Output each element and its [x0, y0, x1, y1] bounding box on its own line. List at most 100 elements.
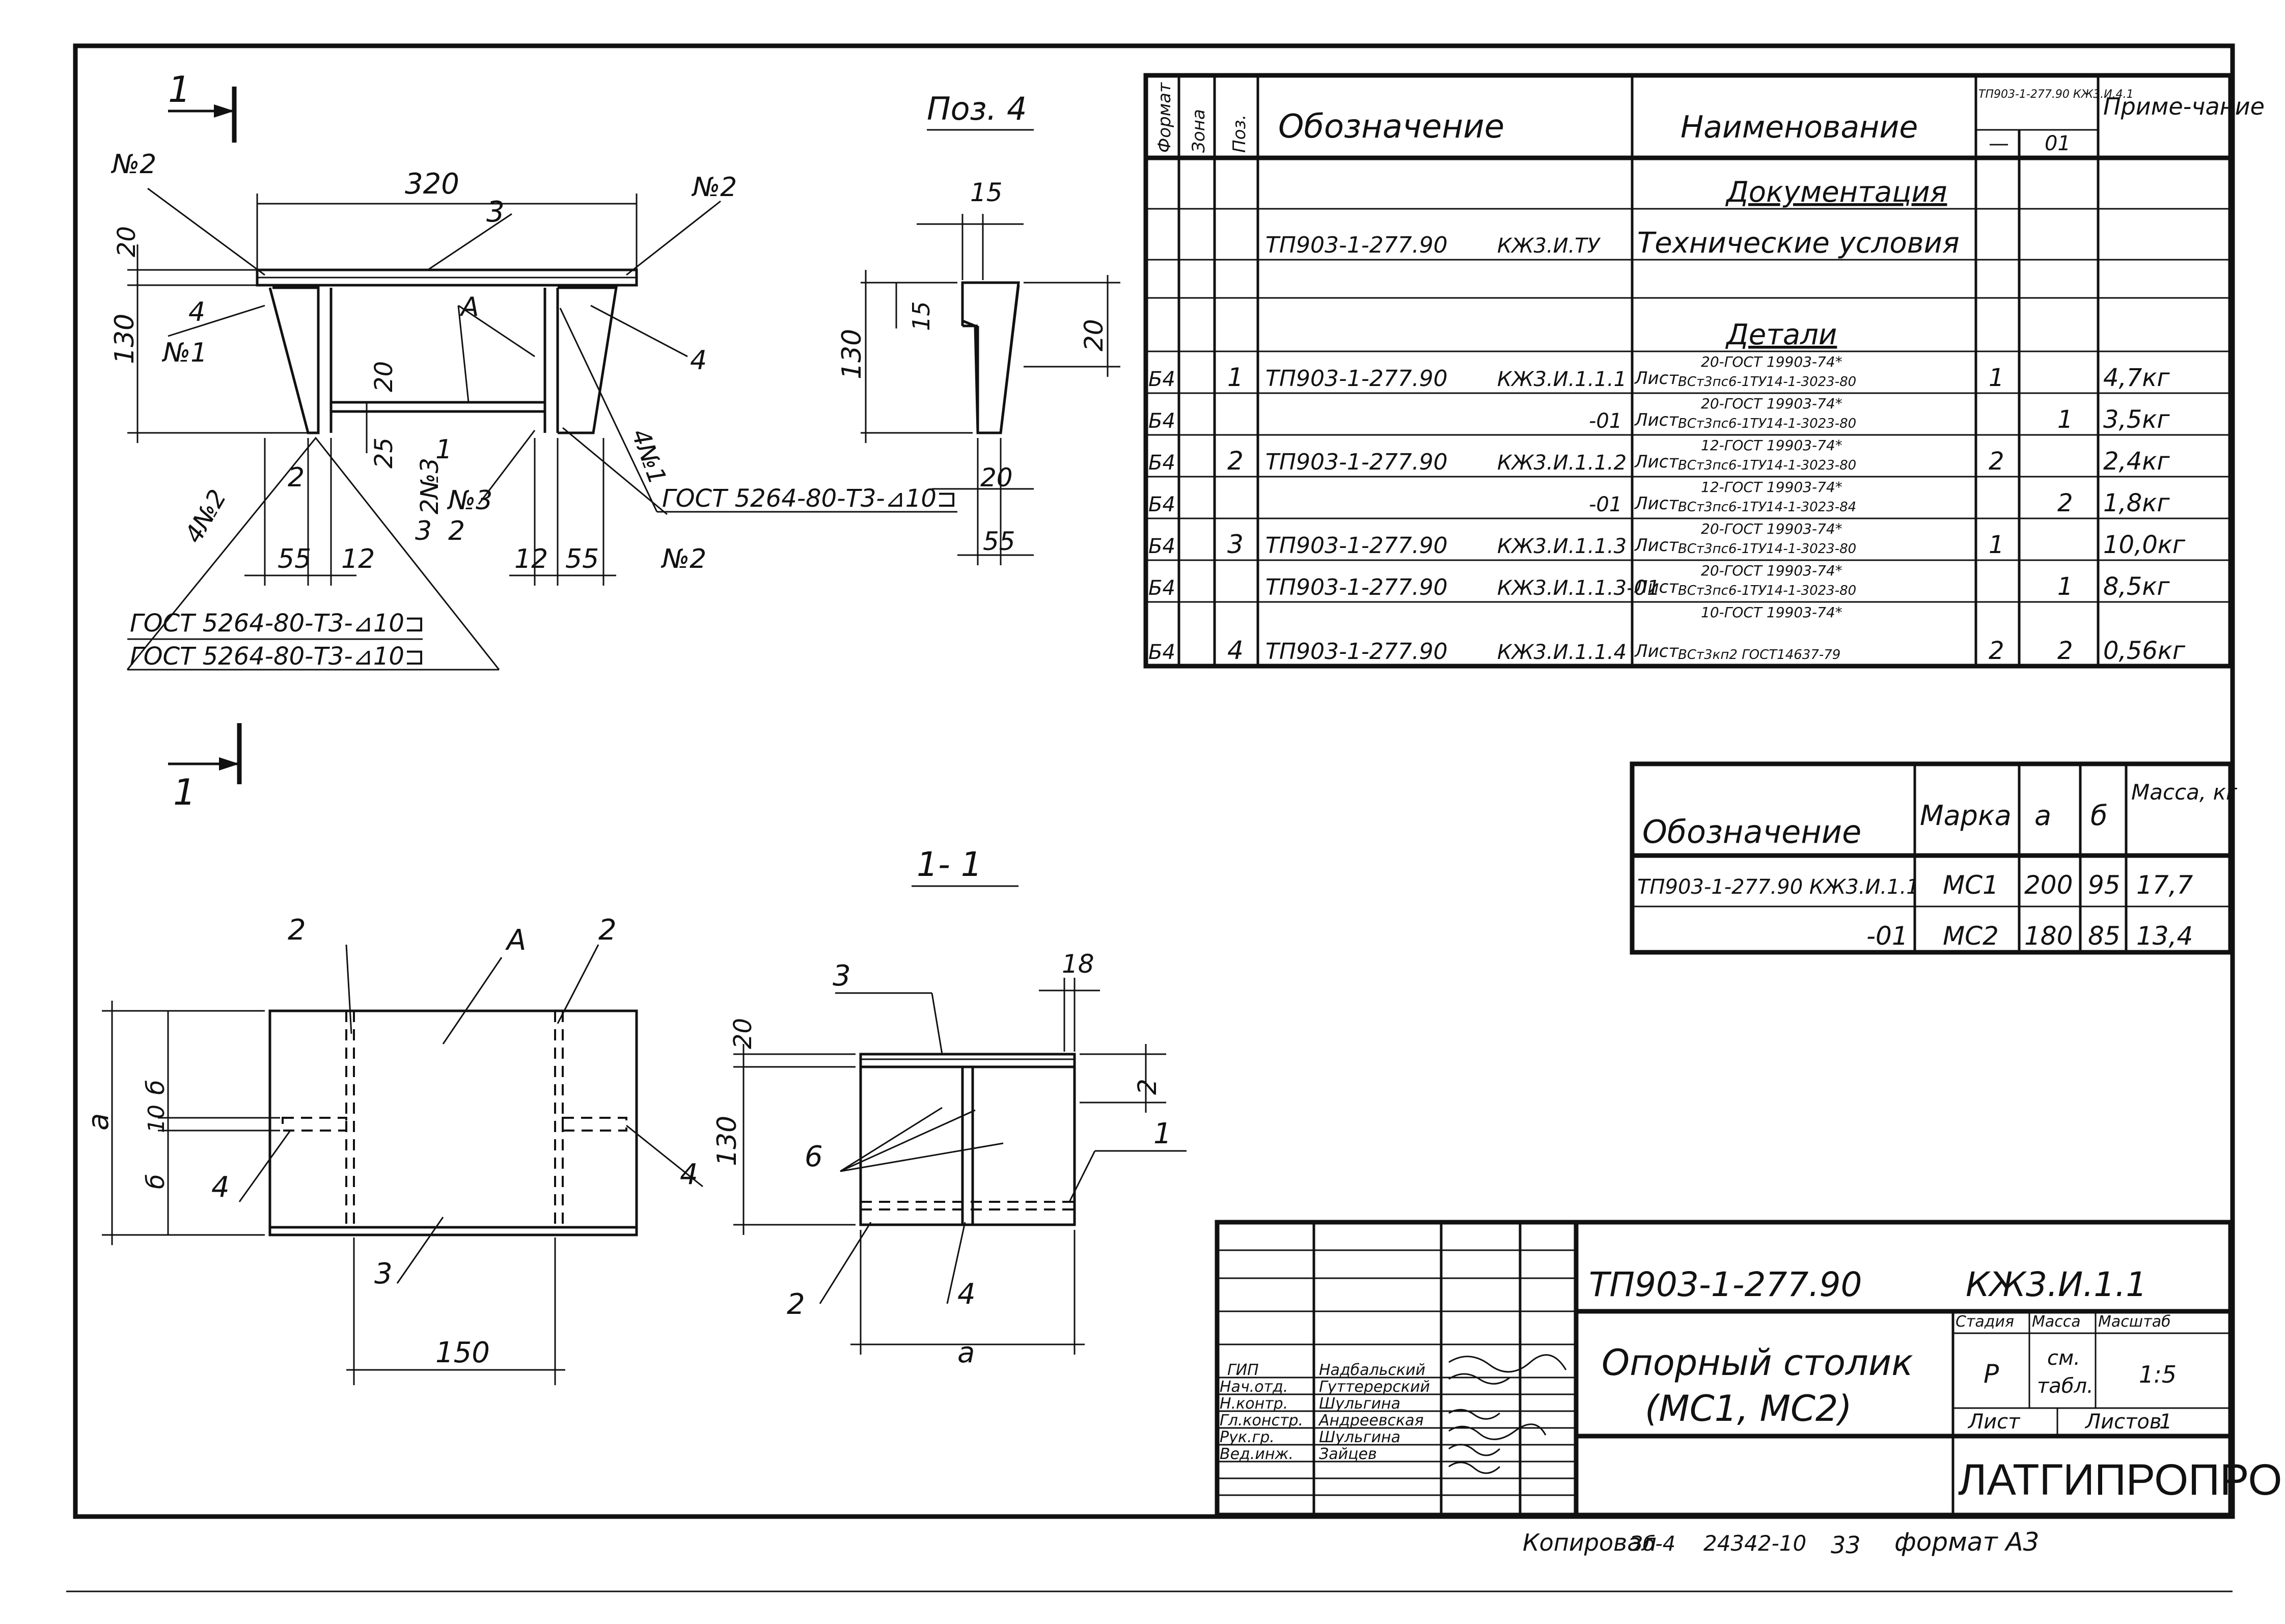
spec-cell-name-kind: Лист — [1634, 493, 1679, 514]
tb-mass-label: Масса — [2032, 1313, 2081, 1331]
spec-cell-code: КЖ3.И.1.1.4 — [1497, 641, 1627, 664]
spec-cell-note: 1,8кг — [2103, 489, 2170, 517]
pos4-dim-15-top: 15 — [970, 178, 1003, 207]
label-4-left: 4 — [188, 297, 205, 327]
section-label-1: 1 — [1153, 1117, 1172, 1150]
tb-role-2: Нач.отд. — [1220, 1378, 1288, 1396]
spec-cell-designation: ТП903-1-277.90 — [1265, 533, 1448, 559]
dim-25: 25 — [370, 437, 398, 469]
spec-cell-note: 4,7кг — [2103, 364, 2170, 392]
spec-table: Формат Зона Поз. Обозначение Наименовани… — [1154, 82, 2265, 155]
pos4-dim-55: 55 — [983, 527, 1015, 556]
section-view — [733, 885, 1187, 1355]
tie-plate — [329, 401, 546, 413]
spec-cell-designation: ТП903-1-277.90 — [1265, 574, 1448, 600]
mark-row2-mass: 13,4 — [2136, 921, 2193, 951]
mark-row2-designation: -01 — [1866, 921, 1908, 951]
footer-copied-sign: Зб-4 — [1630, 1532, 1675, 1556]
mark-header-mark: Марка — [1920, 800, 2012, 832]
tb-stage: Р — [1984, 1359, 1999, 1389]
dim-320: 320 — [405, 168, 459, 201]
tb-sheet-code: КЖ3.И.1.1 — [1966, 1265, 2147, 1304]
spec-cell-note: 10,0кг — [2103, 531, 2186, 559]
label-4n1: 4№1 — [626, 425, 672, 488]
pos4-dim-20-right: 20 — [1079, 319, 1109, 351]
spec-cell-name-steel: ВСт3пс6-1ТУ14-1-3023-84 — [1678, 500, 1856, 515]
spec-cell-name-kind: Лист — [1634, 641, 1679, 662]
signature-mark — [1448, 1462, 1501, 1474]
front-view — [102, 723, 703, 1385]
spec-cell-pos: 3 — [1227, 530, 1244, 559]
dim-55-left: 55 — [278, 544, 311, 574]
spec-header-var-a: — — [1989, 132, 2009, 155]
signature-mark — [1448, 1354, 1567, 1373]
label-n3: №3 — [447, 485, 492, 516]
dim-12-right: 12 — [514, 544, 548, 574]
spec-cell-qty-2: 2 — [2057, 489, 2073, 517]
mark-header-b: б — [2090, 800, 2107, 832]
mark-header-a: а — [2034, 800, 2051, 832]
front-dim-b-top: б — [142, 1080, 170, 1095]
spec-cell-format: Б4 — [1148, 535, 1175, 558]
front-plate — [268, 1009, 638, 1236]
title-block: ТП903-1-277.90 КЖ3.И.1.1 Опорный столик … — [1220, 1265, 2285, 1504]
spec-header-designation: Обозначение — [1278, 108, 1504, 146]
tb-org: ЛАТГИПРОПРОМ — [1958, 1455, 2285, 1504]
spec-cell-format: Б4 — [1148, 409, 1175, 433]
gost-note-3: ГОСТ 5264-80-Т3-⊿10⊐ — [662, 484, 957, 513]
spec-header-var-code: ТП903-1-277.90 КЖ3.И.4.1 — [1978, 88, 2134, 101]
mark-table-grid — [1630, 761, 2233, 955]
spec-cell-designation: ТП903-1-277.90 — [1265, 449, 1448, 475]
section-dim-2: 2 — [1133, 1079, 1162, 1095]
front-label-2-right: 2 — [598, 914, 617, 947]
tb-name-2: Гуттерерский — [1319, 1378, 1430, 1396]
spec-cell-qty-1: 2 — [1989, 447, 2004, 476]
tb-role-5: Рук.гр. — [1220, 1428, 1275, 1446]
spec-header-zone: Зона — [1189, 109, 1209, 153]
footer-order: 24342-10 — [1703, 1531, 1806, 1556]
tb-scale-label: Масштаб — [2098, 1313, 2171, 1331]
label-3: 3 — [486, 196, 505, 229]
spec-cell-code: КЖ3.И.1.1.3-01 — [1497, 576, 1660, 600]
pos4-dim-130: 130 — [837, 329, 867, 379]
left-gusset — [268, 286, 320, 434]
mark-row1-a: 200 — [2024, 870, 2073, 900]
label-n2-b: №2 — [660, 544, 706, 574]
section-dim-130: 130 — [712, 1116, 742, 1166]
spec-cell-code: -01 — [1589, 409, 1622, 433]
label-2n3: 2№3 — [416, 458, 444, 514]
spec-cell-designation: ТП903-1-277.90 — [1265, 366, 1448, 392]
tb-mass-line1: см. — [2047, 1346, 2080, 1370]
pos4-dim-15-inner: 15 — [907, 301, 935, 331]
label-4n2: 4№2 — [179, 485, 232, 548]
dim-130: 130 — [109, 314, 140, 364]
spec-cell-name-gost: 12-ГОСТ 19903-74* — [1701, 437, 1842, 454]
tb-title-line2: (МС1, МС2) — [1645, 1388, 1852, 1429]
mark-header-designation: Обозначение — [1642, 813, 1861, 850]
section-label-2: 2 — [787, 1288, 805, 1321]
mark-row1-designation: ТП903-1-277.90 КЖ3.И.1.1 — [1637, 875, 1919, 899]
spec-cell-designation: ТП903-1-277.90 — [1265, 639, 1448, 665]
dim-gap: 20 — [370, 361, 398, 392]
front-label-2-left: 2 — [288, 914, 306, 947]
spec-cell-code: КЖ3.И.1.1.2 — [1497, 451, 1627, 475]
drawing-labels: 1 1 Поз. 4 1- 1 320 20 130 20 25 55 12 1… — [82, 69, 1172, 1369]
spec-cell-name-steel: ВСт3пс6-1ТУ14-1-3023-80 — [1678, 374, 1856, 390]
section-label-4: 4 — [957, 1278, 976, 1311]
spec-cell-name-steel: ВСт3кп2 ГОСТ14637-79 — [1678, 647, 1840, 663]
spec-cell-qty-2: 1 — [2057, 405, 2073, 434]
spec-cell-name: Технические условия — [1637, 227, 1960, 260]
section-dim-a: a — [957, 1336, 975, 1369]
section-label-bottom: 1 — [173, 772, 196, 813]
dim-55-right: 55 — [565, 544, 599, 574]
footer-format: формат А3 — [1894, 1527, 2039, 1557]
spec-cell-name-gost: 10-ГОСТ 19903-74* — [1701, 604, 1842, 621]
front-dim-10: 10 — [144, 1105, 170, 1133]
spec-header-name: Наименование — [1681, 109, 1918, 145]
dim-plate: 20 — [113, 226, 141, 257]
tb-name-6: Зайцев — [1319, 1445, 1377, 1463]
section-dim-18: 18 — [1062, 949, 1094, 979]
signature-mark — [1448, 1444, 1501, 1456]
